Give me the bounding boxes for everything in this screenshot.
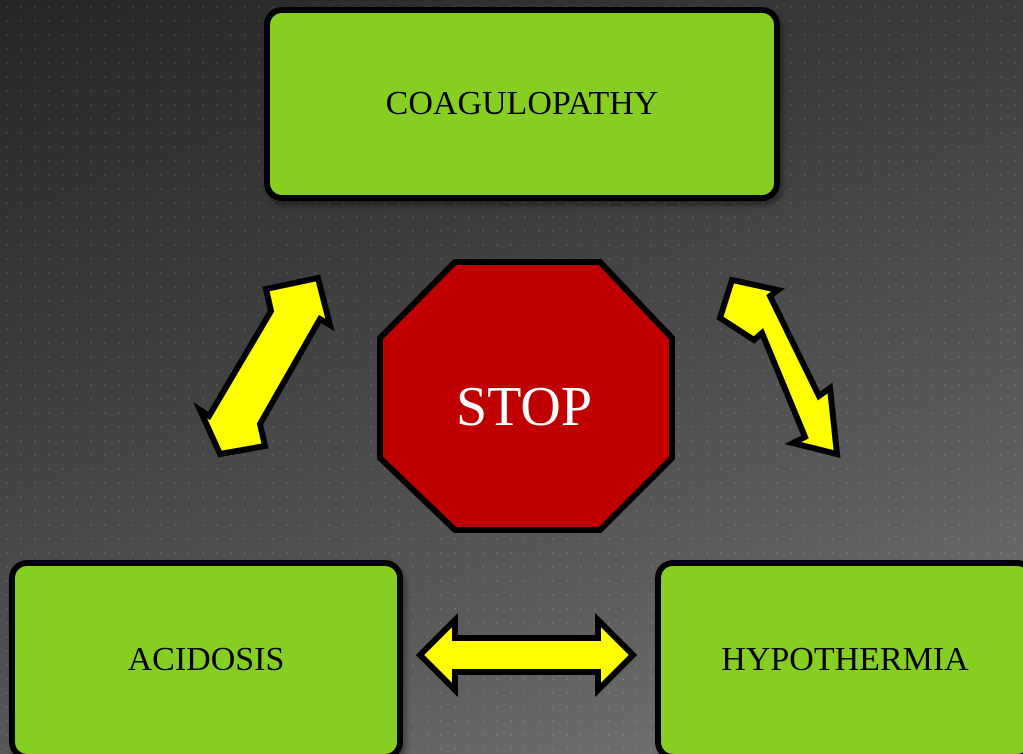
node-hypothermia: HYPOTHERMIA — [655, 560, 1023, 754]
stop-label: STOP — [456, 376, 592, 438]
arrows-layer — [192, 274, 841, 698]
arrow-coagulopathy-acidosis — [192, 274, 335, 458]
stop-octagon — [377, 259, 675, 533]
node-acidosis: ACIDOSIS — [9, 560, 403, 754]
node-coagulopathy-label: COAGULOPATHY — [385, 85, 659, 122]
stop-sign: STOP — [377, 259, 675, 533]
node-coagulopathy: COAGULOPATHY — [264, 7, 780, 201]
node-hypothermia-label: HYPOTHERMIA — [721, 641, 969, 678]
arrow-coagulopathy-hypothermia — [716, 276, 841, 458]
arrow-acidosis-hypothermia — [415, 612, 638, 698]
node-acidosis-label: ACIDOSIS — [127, 641, 285, 678]
